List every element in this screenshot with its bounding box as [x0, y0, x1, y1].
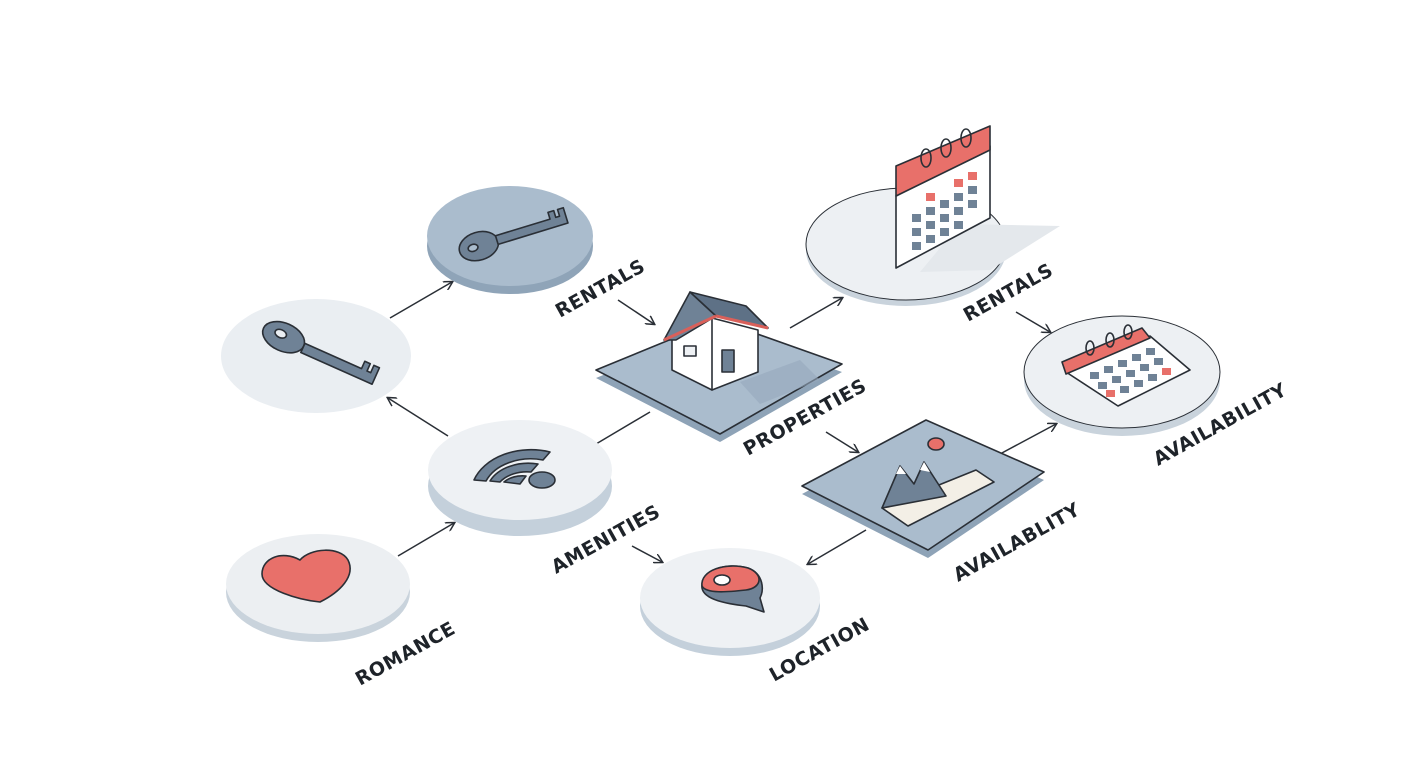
location-pin-icon [701, 565, 765, 613]
node-calendar-right [1023, 315, 1221, 436]
arrow-keyleft-to-keytop [389, 282, 452, 319]
arrow-amenities-to-location [631, 545, 662, 562]
arrow-wifi-to-keyleft [388, 398, 449, 437]
heart-icon [261, 549, 351, 603]
arrow-rentals-to-house [617, 299, 654, 324]
arrow-rentals-to-calendar [1015, 311, 1050, 332]
line-wifi-to-properties [595, 411, 651, 445]
arrow-picture-to-location [808, 529, 867, 564]
landscape-icon [881, 437, 995, 527]
node-key-top [427, 186, 593, 294]
house-icon [663, 291, 769, 391]
node-heart [226, 534, 410, 642]
node-calendar-top [805, 125, 1060, 306]
arrow-house-to-calendar [789, 298, 842, 329]
key-icon [261, 320, 381, 386]
arrow-heart-to-wifi [397, 523, 454, 557]
node-house [595, 291, 843, 442]
calendar-icon [1061, 324, 1191, 407]
node-wifi [428, 420, 612, 536]
node-picture [801, 419, 1045, 558]
wifi-icon [473, 448, 556, 489]
connectors [388, 282, 1056, 564]
arrow-properties-to-picture [825, 431, 858, 452]
key-icon [458, 206, 569, 262]
node-location [640, 548, 820, 656]
calendar-icon [895, 125, 991, 269]
node-key-left [221, 299, 411, 413]
arrow-picture-to-calendar [999, 424, 1056, 455]
